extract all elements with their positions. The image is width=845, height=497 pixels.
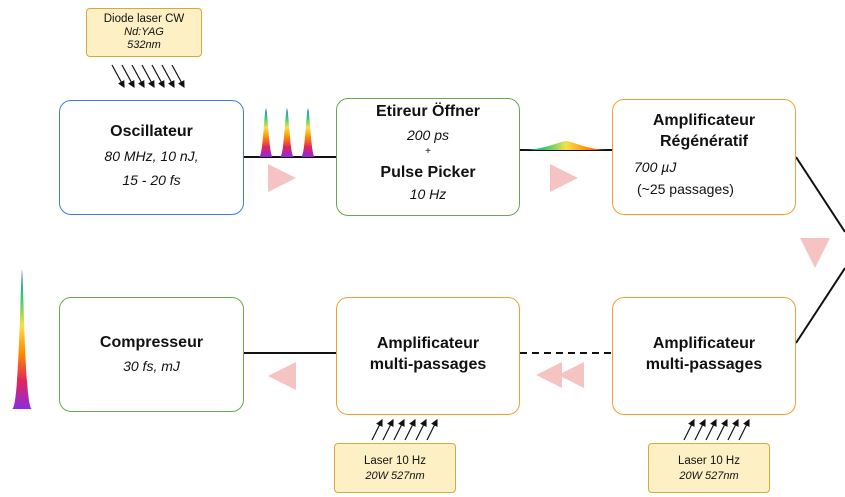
flow-arrow-icon <box>550 164 578 192</box>
compressed-pulse-icon <box>12 269 32 409</box>
oscillator-box: Oscillateur 80 MHz, 10 nJ, 15 - 20 fs <box>59 100 244 215</box>
compressor-spec: 30 fs, mJ <box>123 358 180 374</box>
regen-title-line1: Amplificateur <box>652 112 756 129</box>
flow-arrow-icon <box>268 164 296 192</box>
pump-diode-line3: 532nm <box>127 39 161 51</box>
pump-mid-line2: 20W 527nm <box>365 470 425 482</box>
compressor-box: Compresseur 30 fs, mJ <box>59 297 244 412</box>
flow-arrow-icon <box>800 238 830 268</box>
pump-laser-right: Laser 10 Hz 20W 527nm <box>648 443 770 493</box>
regen-energy: 700 µJ <box>634 159 677 175</box>
pulse-picker-rate: 10 Hz <box>409 186 447 202</box>
stretcher-duration: 200 ps <box>406 127 450 143</box>
oscillator-line2: 15 - 20 fs <box>122 172 181 188</box>
pump-diode-line2: Nd:YAG <box>124 26 164 38</box>
stretcher-plus: + <box>425 146 431 157</box>
pulse-train-icon <box>259 108 315 157</box>
pump-mid-line1: Laser 10 Hz <box>363 455 426 467</box>
pump-laser-mid: Laser 10 Hz 20W 527nm <box>334 443 456 493</box>
compressor-title: Compresseur <box>99 334 204 351</box>
multipass-right-title-line2: multi-passages <box>645 356 763 373</box>
regen-passes: (~25 passages) <box>637 181 734 197</box>
multipass-left-title-line2: multi-passages <box>369 356 487 373</box>
flow-arrow-icon <box>268 362 296 390</box>
beam-regen-to-mirror <box>795 156 845 233</box>
pump-arrows-icon <box>111 64 185 89</box>
pump-right-line2: 20W 527nm <box>679 470 739 482</box>
multipass-amplifier-box-left: Amplificateur multi-passages <box>336 297 520 415</box>
pulse-picker-title: Pulse Picker <box>380 164 476 181</box>
multipass-amplifier-box-right: Amplificateur multi-passages <box>612 297 796 415</box>
regen-amplifier-box: Amplificateur Régénératif 700 µJ (~25 pa… <box>612 99 796 215</box>
oscillator-title: Oscillateur <box>110 123 193 140</box>
pump-diode-line1: Diode laser CW <box>103 13 185 25</box>
flow-arrow-icon <box>536 362 562 388</box>
flow-arrow-icon <box>558 362 584 388</box>
multipass-left-title-line1: Amplificateur <box>376 335 480 352</box>
stretcher-box: Etireur Öffner 200 ps + Pulse Picker 10 … <box>336 98 520 216</box>
oscillator-line1: 80 MHz, 10 nJ, <box>104 148 199 164</box>
multipass-right-title-line1: Amplificateur <box>652 335 756 352</box>
pump-arrows-icon <box>683 418 750 441</box>
regen-title-line2: Régénératif <box>659 133 749 150</box>
stretcher-title: Etireur Öffner <box>375 103 480 120</box>
beam-mirror-to-multipass <box>795 267 845 344</box>
pump-arrows-icon <box>371 418 438 441</box>
pump-diode-laser: Diode laser CW Nd:YAG 532nm <box>86 8 202 57</box>
pump-right-line1: Laser 10 Hz <box>677 455 740 467</box>
stretched-pulse-icon <box>522 141 610 150</box>
